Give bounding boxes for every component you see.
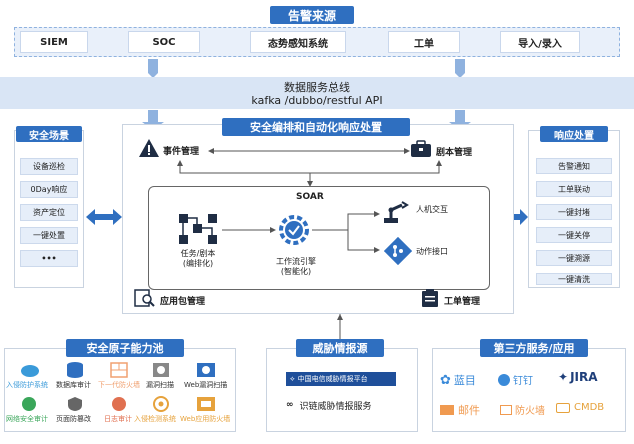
briefcase-icon bbox=[411, 140, 431, 157]
ticket-mgmt-label: 工单管理 bbox=[444, 297, 481, 307]
web-scan-icon bbox=[197, 363, 215, 377]
bus-title: 数据服务总线 bbox=[284, 81, 350, 94]
intel-title: 威胁情报源 bbox=[296, 339, 384, 357]
third-item-dingtalk: 钉钉 bbox=[498, 372, 533, 387]
atomic-row-1: 入侵防护系统 数据库审计 下一代防火墙 漏洞扫描 Web漏洞扫描 bbox=[6, 362, 234, 392]
atomic-pool-title: 安全原子能力池 bbox=[66, 339, 184, 357]
response-title: 响应处置 bbox=[540, 126, 608, 142]
clipboard-icon bbox=[422, 289, 438, 307]
atomic-waf: Web应用防火墙 bbox=[180, 415, 231, 423]
atomic-ips: 入侵防护系统 bbox=[6, 381, 48, 389]
database-icon bbox=[67, 362, 83, 378]
alert-source-soc: SOC bbox=[128, 31, 200, 53]
atomic-ngfw: 下一代防火墙 bbox=[98, 381, 140, 389]
atomic-db-audit: 数据库审计 bbox=[56, 381, 91, 389]
action-interface-label: 动作接口 bbox=[416, 247, 448, 256]
firewall-icon bbox=[110, 362, 128, 378]
top-connectors bbox=[177, 148, 442, 187]
cloud-shield-icon bbox=[21, 365, 39, 377]
alert-source-ticket: 工单 bbox=[388, 31, 460, 53]
flowchart-icon bbox=[179, 214, 217, 244]
response-item-clean: 一键清洗 bbox=[536, 273, 612, 285]
engine-line2: (智能化) bbox=[280, 267, 312, 276]
human-interaction-label: 人机交互 bbox=[416, 205, 448, 214]
double-arrow-icon bbox=[86, 209, 122, 225]
atomic-log-audit: 日志审计 bbox=[104, 415, 132, 423]
atomic-row-2: 网络安全审计 页面防篡改 日志审计 入侵检测系统 Web应用防火墙 bbox=[6, 396, 234, 426]
scene-item-0day: 0Day响应 bbox=[20, 181, 78, 198]
third-item-mail: 邮件 bbox=[440, 402, 480, 418]
warning-icon bbox=[139, 139, 159, 157]
intel-panel bbox=[266, 348, 418, 432]
source-arrows bbox=[148, 59, 465, 78]
third-item-firewall: 防火墙 bbox=[500, 402, 545, 417]
log-audit-icon bbox=[112, 397, 126, 411]
magnifier-doc-icon bbox=[134, 289, 155, 307]
mail-icon bbox=[440, 405, 454, 415]
third-party-panel bbox=[432, 348, 626, 432]
response-item-trace: 一键溯源 bbox=[536, 250, 612, 266]
scene-item-asset: 资产定位 bbox=[20, 204, 78, 221]
response-item-block: 一键封堵 bbox=[536, 204, 612, 220]
app-package-label: 应用包管理 bbox=[160, 297, 206, 307]
intel-service: ∞ 识链威胁情报服务 bbox=[286, 398, 406, 412]
scene-item-disposal: 一键处置 bbox=[20, 227, 78, 244]
data-service-bus bbox=[0, 77, 634, 109]
third-item-lanmu: ✿蓝目 bbox=[440, 372, 476, 388]
atomic-net-audit: 网络安全审计 bbox=[6, 415, 48, 423]
alert-source-siem: SIEM bbox=[20, 31, 88, 53]
waf-icon bbox=[197, 397, 215, 411]
playbook-mgmt-label: 剧本管理 bbox=[436, 148, 473, 158]
jira-icon: ✦ bbox=[558, 370, 569, 384]
chain-icon: ∞ bbox=[286, 400, 294, 410]
engine-line1: 工作流引擎 bbox=[276, 257, 316, 266]
task-line1: 任务/剧本 bbox=[180, 249, 216, 258]
lanmu-icon: ✿ bbox=[440, 372, 451, 388]
atomic-pool-panel bbox=[4, 348, 236, 432]
gear-icon bbox=[279, 215, 309, 245]
soar-connectors bbox=[222, 211, 380, 253]
third-party-title: 第三方服务/应用 bbox=[480, 339, 588, 357]
telecom-logo-icon: ⟡ bbox=[290, 374, 295, 383]
atomic-anti-tamper: 页面防篡改 bbox=[56, 415, 91, 423]
arrow-down-icon bbox=[455, 59, 465, 78]
event-mgmt-label: 事件管理 bbox=[163, 147, 200, 157]
response-item-notify: 告警通知 bbox=[536, 158, 612, 174]
task-line2: (编排化) bbox=[182, 259, 214, 268]
firewall-brick-icon bbox=[500, 404, 512, 415]
soar-box bbox=[148, 186, 490, 290]
network-audit-icon bbox=[22, 397, 36, 411]
arrow-down-icon bbox=[148, 59, 158, 78]
third-item-jira: ✦JIRA bbox=[558, 370, 598, 384]
robot-arm-icon bbox=[384, 201, 409, 223]
alert-source-situational: 态势感知系统 bbox=[250, 31, 346, 53]
response-item-shutdown: 一键关停 bbox=[536, 227, 612, 243]
orchestration-title: 安全编排和自动化响应处置 bbox=[222, 118, 410, 136]
scene-item-inspection: 设备巡检 bbox=[20, 158, 78, 175]
intel-platform: ⟡ 中国电信威胁情报平台 bbox=[286, 372, 396, 386]
soar-label: SOAR bbox=[296, 192, 324, 202]
intel-connector bbox=[337, 314, 343, 342]
scene-item-more: ••• bbox=[20, 250, 78, 267]
alert-source-import: 导入/录入 bbox=[500, 31, 580, 53]
scan-icon bbox=[153, 363, 169, 377]
git-icon bbox=[384, 237, 412, 265]
workflow-engine-label: 工作流引擎 (智能化) bbox=[264, 257, 328, 277]
atomic-ids: 入侵检测系统 bbox=[134, 415, 176, 423]
dingtalk-icon bbox=[498, 373, 510, 386]
security-scenes-title: 安全场景 bbox=[16, 126, 82, 142]
alert-source-title: 告警来源 bbox=[270, 6, 354, 24]
anti-tamper-icon bbox=[68, 397, 82, 411]
left-double-arrow bbox=[86, 209, 122, 225]
bus-protocols: kafka /dubbo/restful API bbox=[251, 94, 383, 107]
ids-icon bbox=[153, 396, 169, 412]
third-item-cmdb: CMDB bbox=[556, 402, 604, 413]
response-item-ticket: 工单联动 bbox=[536, 181, 612, 197]
atomic-web-scan: Web漏洞扫描 bbox=[184, 381, 228, 389]
cmdb-icon bbox=[556, 402, 570, 413]
intel-platform-label: 中国电信威胁情报平台 bbox=[297, 375, 368, 383]
intel-service-label: 识链威胁情报服务 bbox=[299, 401, 372, 412]
atomic-vuln-scan: 漏洞扫描 bbox=[146, 381, 174, 389]
task-playbook-label: 任务/剧本 (编排化) bbox=[166, 249, 230, 269]
